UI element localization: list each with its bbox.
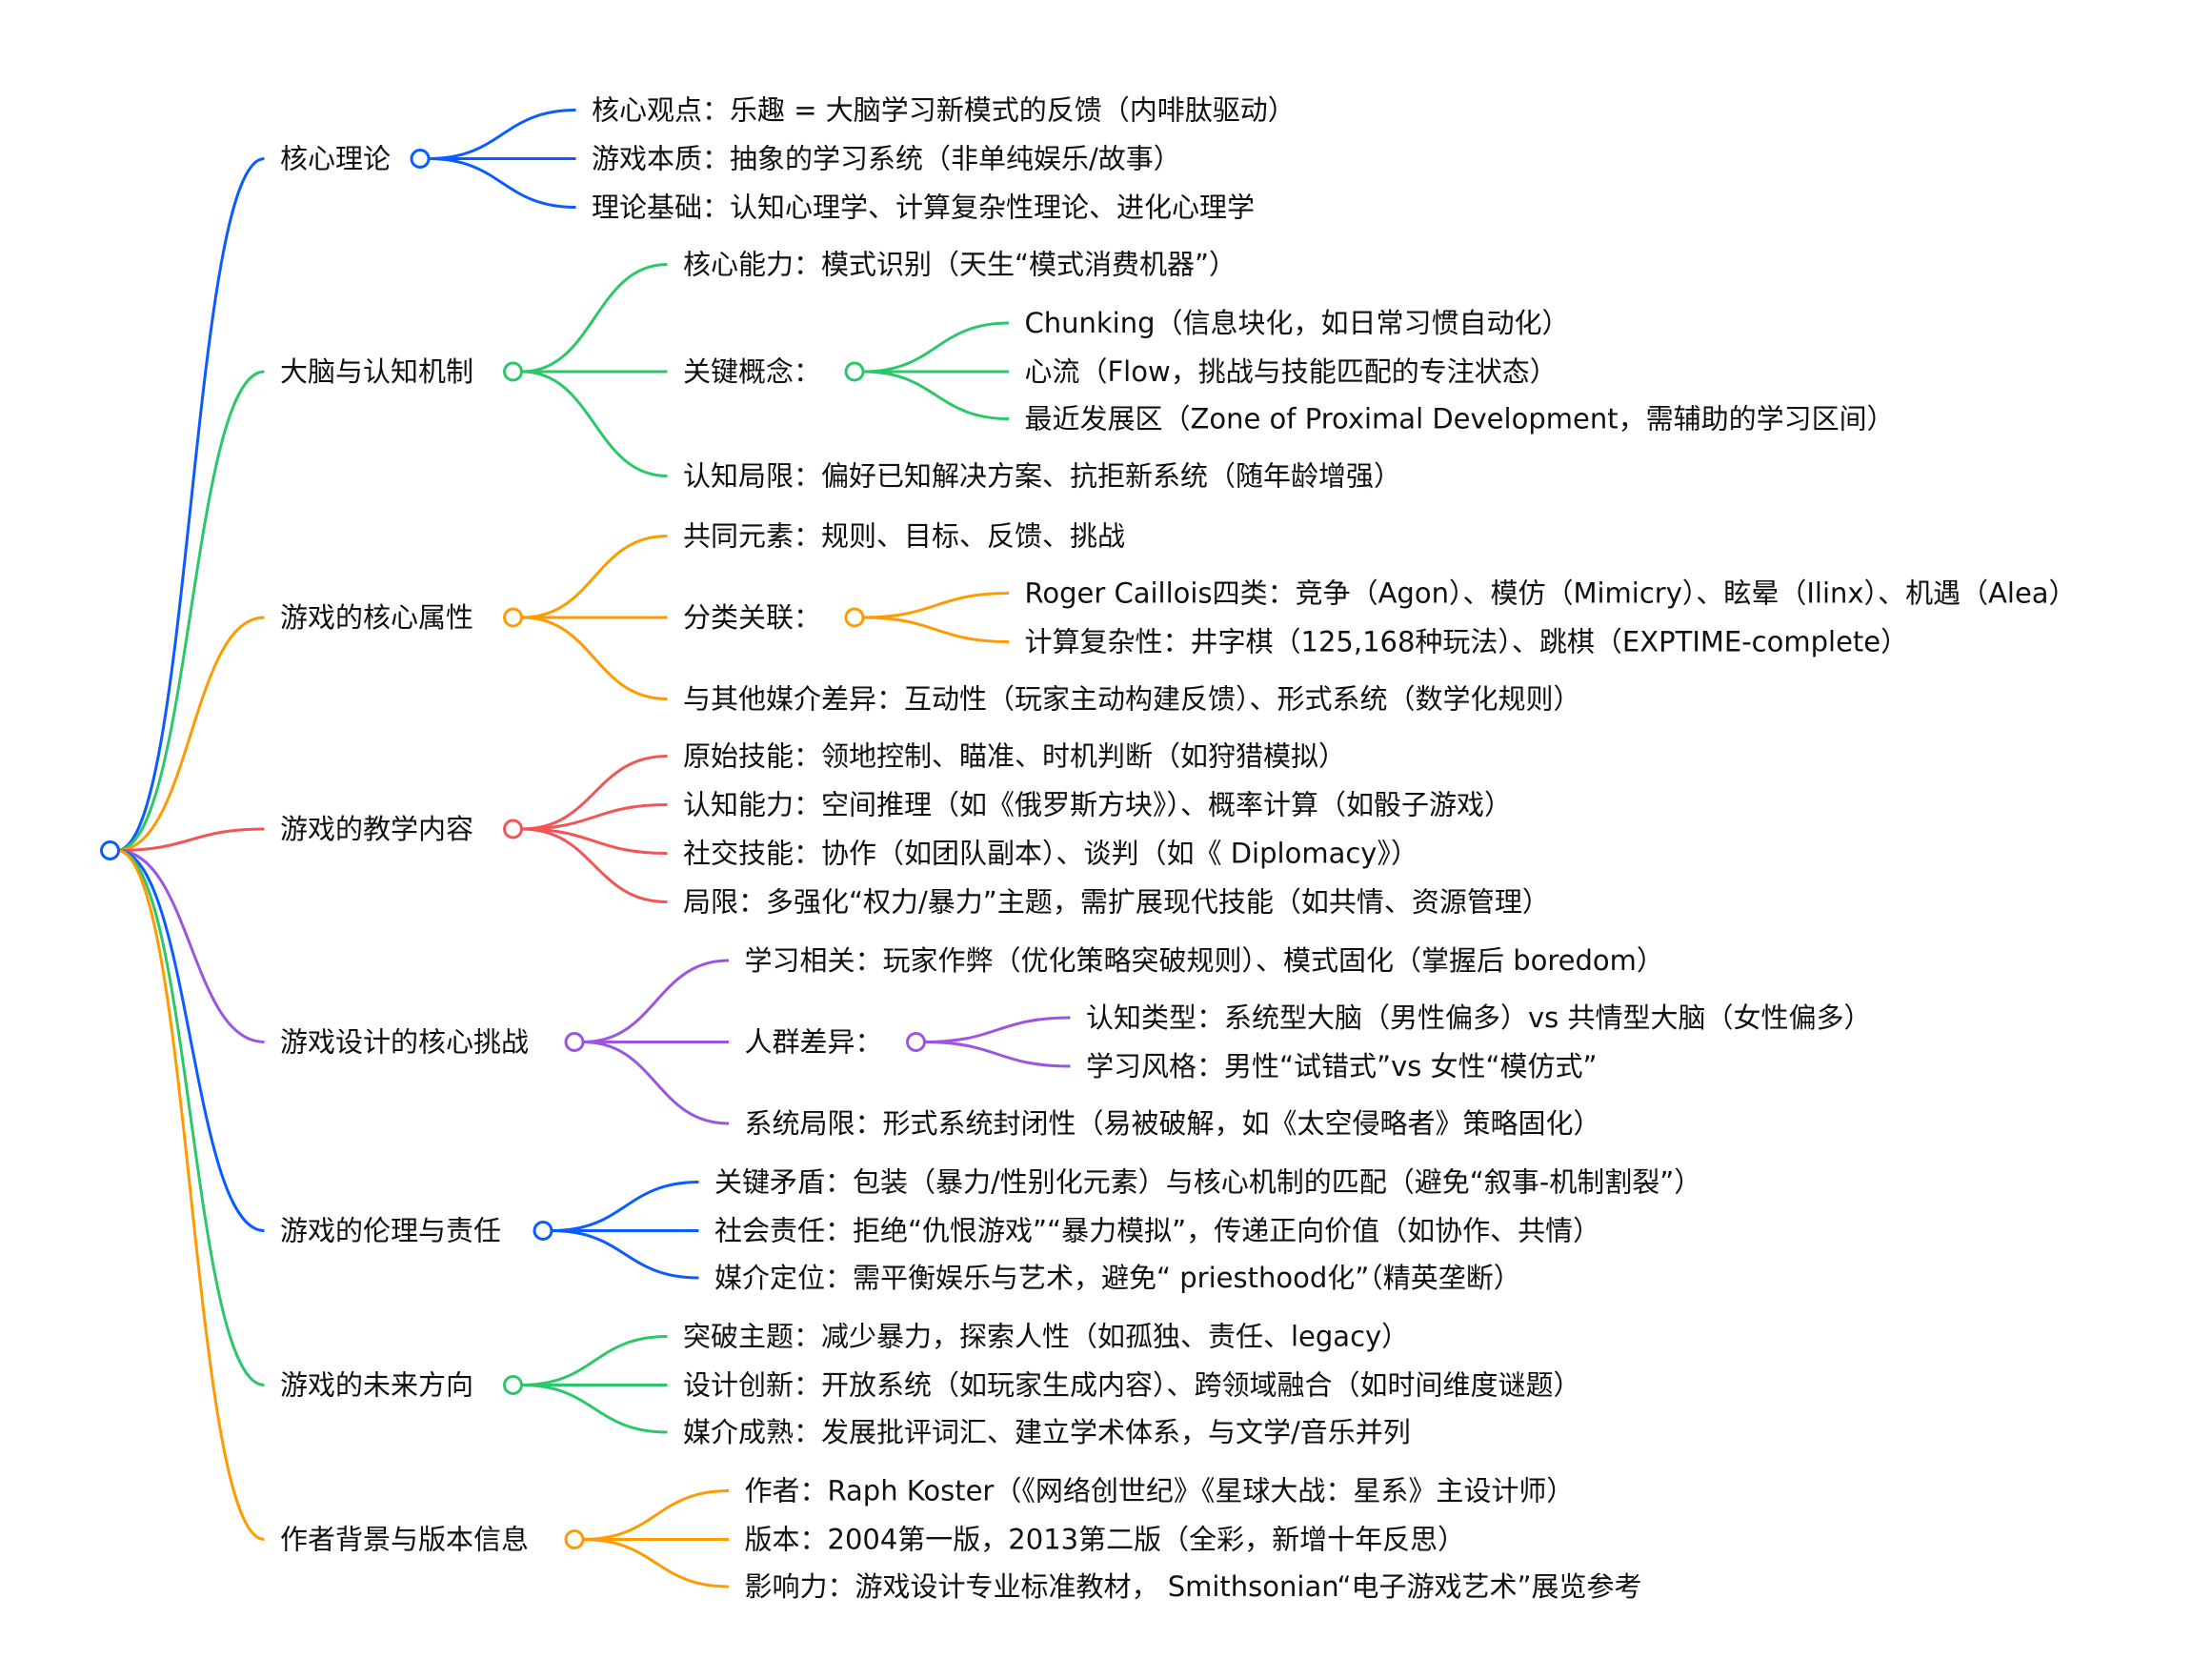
child-edge bbox=[521, 616, 668, 700]
child-node-label: 社交技能：协作（如团队副本）、谈判（如《 Diplomacy》） bbox=[683, 838, 1418, 870]
collapse-toggle[interactable] bbox=[503, 1375, 523, 1395]
child-edge bbox=[428, 157, 576, 209]
child-node-label: 认知局限：偏好已知解决方案、抗拒新系统（随年龄增强） bbox=[683, 460, 1401, 493]
child-edge bbox=[551, 1229, 699, 1280]
grandchild-node-label: 心流（Flow，挑战与技能匹配的专注状态） bbox=[1025, 355, 1558, 388]
branch-edge bbox=[116, 370, 265, 852]
child-node-label: 关键矛盾：包装（暴力/性别化元素）与核心机制的匹配（避免“叙事-机制割裂”） bbox=[714, 1166, 1701, 1199]
root-node[interactable] bbox=[100, 840, 120, 860]
grandchild-node-label: 计算复杂性：井字棋（125,168种玩法）、跳棋（EXPTIME-complet… bbox=[1025, 626, 1909, 658]
child-node-label: 人群差异： bbox=[745, 1026, 883, 1059]
grandchild-edge bbox=[862, 592, 1010, 619]
branch-edge bbox=[116, 157, 265, 852]
child-node-label: 局限：多强化“权力/暴力”主题，需扩展现代技能（如共情、资源管理） bbox=[683, 886, 1550, 919]
child-node-label: 理论基础：认知心理学、计算复杂性理论、进化心理学 bbox=[592, 192, 1255, 224]
child-edge bbox=[582, 1538, 730, 1588]
branch-label: 作者背景与版本信息 bbox=[280, 1524, 529, 1556]
collapse-toggle[interactable] bbox=[503, 361, 523, 382]
collapse-toggle[interactable] bbox=[844, 607, 865, 628]
child-node-label: 媒介成熟：发展批评词汇、建立学术体系，与文学/音乐并列 bbox=[683, 1416, 1411, 1448]
mind-map-edges bbox=[116, 109, 1071, 1588]
branch-edge bbox=[116, 849, 265, 1232]
child-node-label: 版本：2004第一版，2013第二版（全彩，新增十年反思） bbox=[745, 1524, 1466, 1556]
branch-edge bbox=[116, 616, 265, 852]
child-node-label: 媒介定位：需平衡娱乐与艺术，避免“ priesthood化”（精英垄断） bbox=[714, 1262, 1521, 1294]
grandchild-node-label: 学习风格：男性“试错式”vs 女性“模仿式” bbox=[1086, 1050, 1598, 1082]
branch-label: 游戏的伦理与责任 bbox=[280, 1215, 501, 1247]
branch-edge bbox=[116, 827, 265, 852]
collapse-toggle[interactable] bbox=[533, 1221, 553, 1241]
grandchild-node-label: 认知类型：系统型大脑（男性偏多）vs 共情型大脑（女性偏多） bbox=[1086, 1001, 1872, 1034]
grandchild-node-label: 最近发展区（Zone of Proximal Development，需辅助的学… bbox=[1025, 403, 1895, 435]
branch-edge bbox=[116, 849, 265, 1386]
grandchild-edge bbox=[862, 370, 1010, 420]
child-node-label: 学习相关：玩家作弊（优化策略突破规则）、模式固化（掌握后 boredom） bbox=[745, 944, 1664, 977]
grandchild-edge bbox=[924, 1041, 1071, 1068]
child-edge bbox=[582, 1489, 730, 1541]
grandchild-edge bbox=[924, 1016, 1071, 1043]
child-node-label: 与其他媒介差异：互动性（玩家主动构建反馈）、形式系统（数学化规则） bbox=[683, 683, 1581, 716]
child-node-label: 游戏本质：抽象的学习系统（非单纯娱乐/故事） bbox=[592, 143, 1181, 175]
child-node-label: 核心观点：乐趣 = 大脑学习新模式的反馈（内啡肽驱动） bbox=[592, 94, 1296, 127]
branch-edge bbox=[116, 849, 265, 1043]
child-node-label: 分类关联： bbox=[683, 601, 821, 634]
child-node-label: 作者：Raph Koster（《网络创世纪》《星球大战：星系》主设计师） bbox=[745, 1475, 1575, 1507]
child-node-label: 认知能力：空间推理（如《俄罗斯方块》）、概率计算（如骰子游戏） bbox=[683, 789, 1512, 821]
branch-label: 大脑与认知机制 bbox=[280, 355, 473, 388]
grandchild-edge bbox=[862, 616, 1010, 643]
branch-label: 游戏的教学内容 bbox=[280, 813, 473, 845]
grandchild-node-label: Roger Caillois四类：竞争（Agon）、模仿（Mimicry）、眩晕… bbox=[1025, 577, 2077, 610]
collapse-toggle[interactable] bbox=[564, 1032, 585, 1052]
branch-label: 核心理论 bbox=[280, 143, 391, 175]
child-edge bbox=[521, 827, 668, 903]
collapse-toggle[interactable] bbox=[503, 607, 523, 628]
mind-map-nodes: 核心理论 核心观点：乐趣 = 大脑学习新模式的反馈（内啡肽驱动） 游戏本质：抽象的学… bbox=[100, 94, 2077, 1603]
child-node-label: 系统局限：形式系统封闭性（易被破解，如《太空侵略者》策略固化） bbox=[745, 1107, 1601, 1140]
child-edge bbox=[582, 1041, 730, 1125]
child-node-label: 原始技能：领地控制、瞄准、时机判断（如狩猎模拟） bbox=[683, 740, 1346, 773]
child-node-label: 核心能力：模式识别（天生“模式消费机器”） bbox=[683, 249, 1237, 281]
child-edge bbox=[582, 959, 730, 1043]
collapse-toggle[interactable] bbox=[844, 361, 865, 382]
branch-label: 游戏设计的核心挑战 bbox=[280, 1026, 529, 1059]
child-edge bbox=[521, 755, 668, 831]
child-edge bbox=[521, 1335, 668, 1386]
child-node-label: 社会责任：拒绝“仇恨游戏”“暴力模拟”，传递正向价值（如协作、共情） bbox=[714, 1215, 1600, 1247]
child-edge bbox=[521, 827, 668, 855]
collapse-toggle[interactable] bbox=[906, 1032, 926, 1052]
child-node-label: 影响力：游戏设计专业标准教材， Smithsonian“电子游戏艺术”展览参考 bbox=[745, 1570, 1642, 1603]
collapse-toggle[interactable] bbox=[564, 1529, 585, 1549]
child-edge bbox=[521, 370, 668, 477]
branch-edge bbox=[116, 849, 265, 1541]
child-node-label: 共同元素：规则、目标、反馈、挑战 bbox=[683, 520, 1125, 553]
child-edge bbox=[521, 263, 668, 374]
child-node-label: 设计创新：开放系统（如玩家生成内容）、跨领域融合（如时间维度谜题） bbox=[683, 1369, 1581, 1402]
child-edge bbox=[551, 1181, 699, 1232]
child-edge bbox=[521, 1384, 668, 1434]
collapse-toggle[interactable] bbox=[410, 149, 431, 169]
child-edge bbox=[428, 109, 576, 160]
child-node-label: 突破主题：减少暴力，探索人性（如孤独、责任、legacy） bbox=[683, 1321, 1409, 1353]
collapse-toggle[interactable] bbox=[503, 819, 523, 840]
child-edge bbox=[521, 803, 668, 831]
grandchild-edge bbox=[862, 321, 1010, 374]
child-node-label: 关键概念： bbox=[683, 355, 821, 388]
branch-label: 游戏的核心属性 bbox=[280, 601, 473, 634]
branch-label: 游戏的未来方向 bbox=[280, 1369, 473, 1402]
child-edge bbox=[521, 535, 668, 619]
grandchild-node-label: Chunking（信息块化，如日常习惯自动化） bbox=[1025, 307, 1570, 339]
